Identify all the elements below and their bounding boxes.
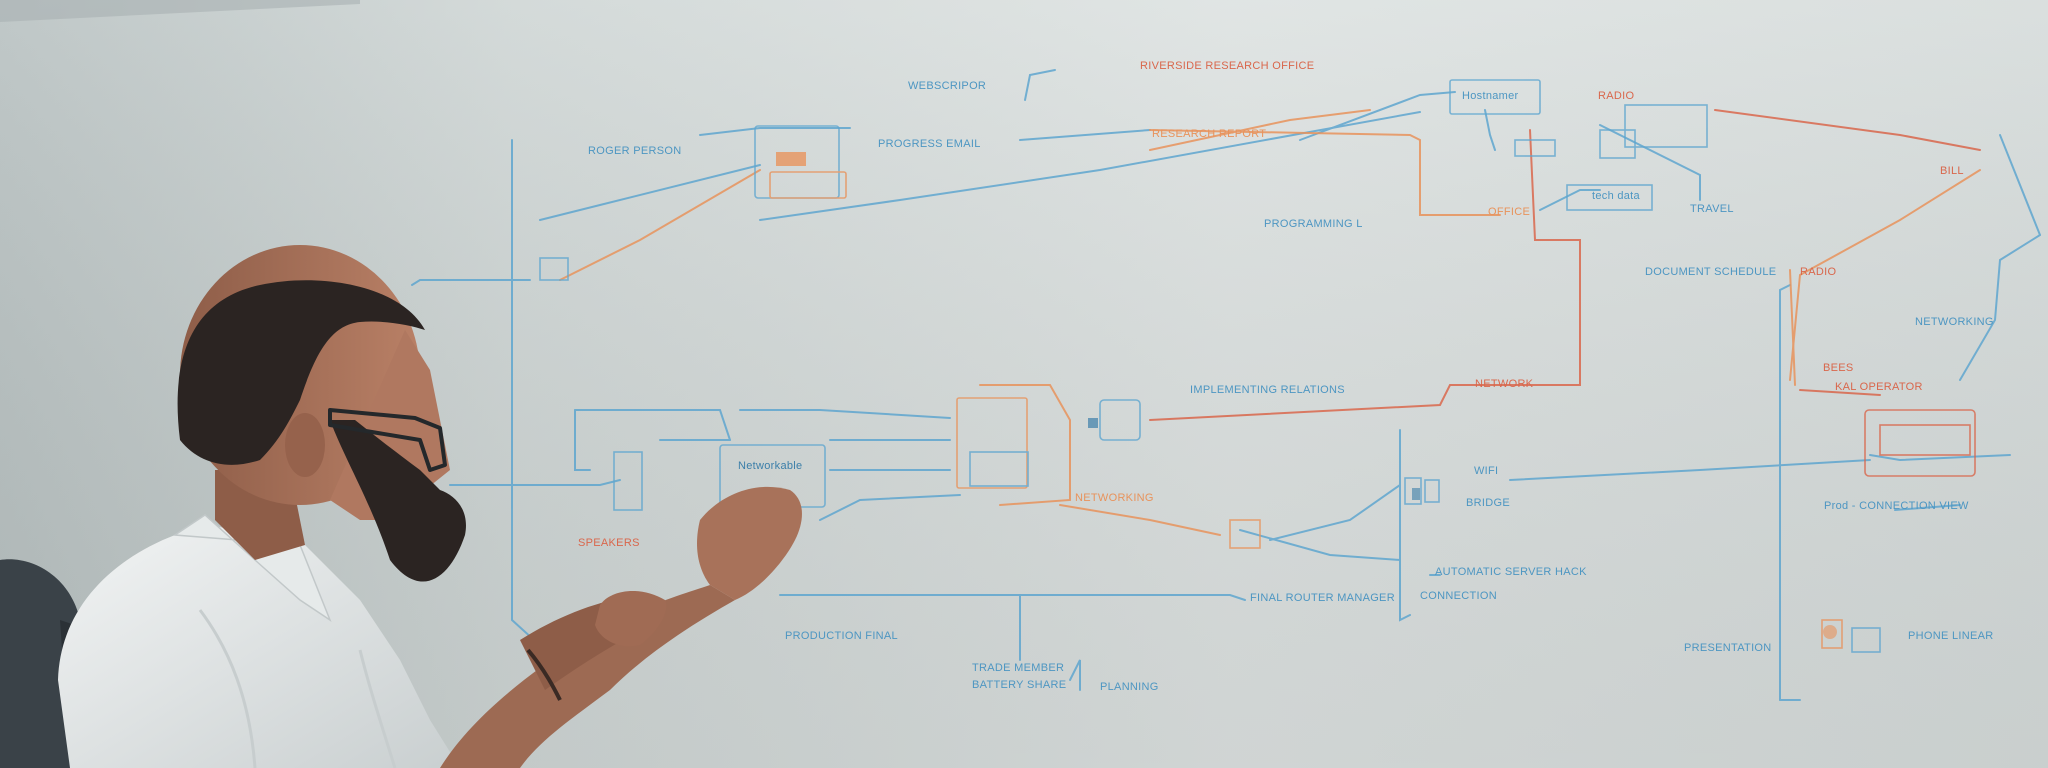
person-hand-right (697, 486, 802, 600)
orange-ink-lines (559, 109, 1981, 536)
label-t7: RADIO (1598, 90, 1635, 102)
person-hand-left (595, 590, 667, 647)
label-t3: ROGER PERSON (588, 145, 682, 157)
label-t6: Hostnamer (1462, 90, 1519, 102)
label-t34: PHONE LINEAR (1908, 630, 1994, 642)
label-t15: NETWORKING (1915, 316, 1994, 328)
ceiling-edge (0, 0, 360, 22)
person-arm (440, 585, 735, 768)
shirt-fold-2 (358, 649, 397, 768)
label-t29: PRODUCTION FINAL (785, 630, 898, 642)
label-t16: IMPLEMENTING RELATIONS (1190, 384, 1345, 396)
label-t25: NETWORKING (1075, 492, 1154, 504)
label-t21: SPEAKERS (578, 537, 640, 549)
label-t30: TRADE MEMBER (972, 662, 1065, 674)
label-t32: PLANNING (1100, 681, 1159, 693)
label-t12: BILL (1940, 165, 1964, 177)
bracelet (526, 648, 562, 701)
label-t22: WIFI (1474, 465, 1499, 477)
glasses-icon (328, 408, 447, 472)
label-t14: RADIO (1800, 266, 1837, 278)
label-t11: tech data (1592, 190, 1640, 202)
label-t19: KAL OPERATOR (1835, 381, 1923, 393)
label-t10: TRAVEL (1690, 203, 1734, 215)
person-beard (330, 420, 466, 582)
label-t28: CONNECTION (1420, 590, 1497, 602)
label-t1: WEBSCRIPOR (908, 80, 987, 92)
label-t33: PRESENTATION (1684, 642, 1772, 654)
label-t27: FINAL ROUTER MANAGER (1250, 592, 1395, 604)
label-t18: BEES (1823, 362, 1854, 374)
label-t20: Networkable (738, 460, 803, 472)
label-t31: BATTERY SHARE (972, 679, 1067, 691)
label-t5: RESEARCH REPORT (1152, 128, 1267, 140)
shirt-fold (198, 609, 257, 768)
label-t2: RIVERSIDE RESEARCH OFFICE (1140, 60, 1315, 72)
label-t4: PROGRESS EMAIL (878, 138, 981, 150)
label-t26: AUTOMATIC SERVER HACK (1435, 566, 1587, 578)
blue-ink-lines (411, 69, 2041, 701)
label-t9: OFFICE (1488, 206, 1531, 218)
person-hair (177, 280, 425, 465)
label-t17: NETWORK (1475, 378, 1534, 390)
label-t24: Prod - CONNECTION VIEW (1824, 500, 1969, 512)
person-shirt (58, 525, 460, 768)
label-t23: BRIDGE (1466, 497, 1510, 509)
sketch-boxes (539, 79, 1976, 653)
person-ear (285, 413, 325, 477)
label-t13: DOCUMENT SCHEDULE (1645, 266, 1777, 278)
label-t8: PROGRAMMING L (1264, 218, 1363, 230)
sketch-fills (776, 152, 1837, 639)
